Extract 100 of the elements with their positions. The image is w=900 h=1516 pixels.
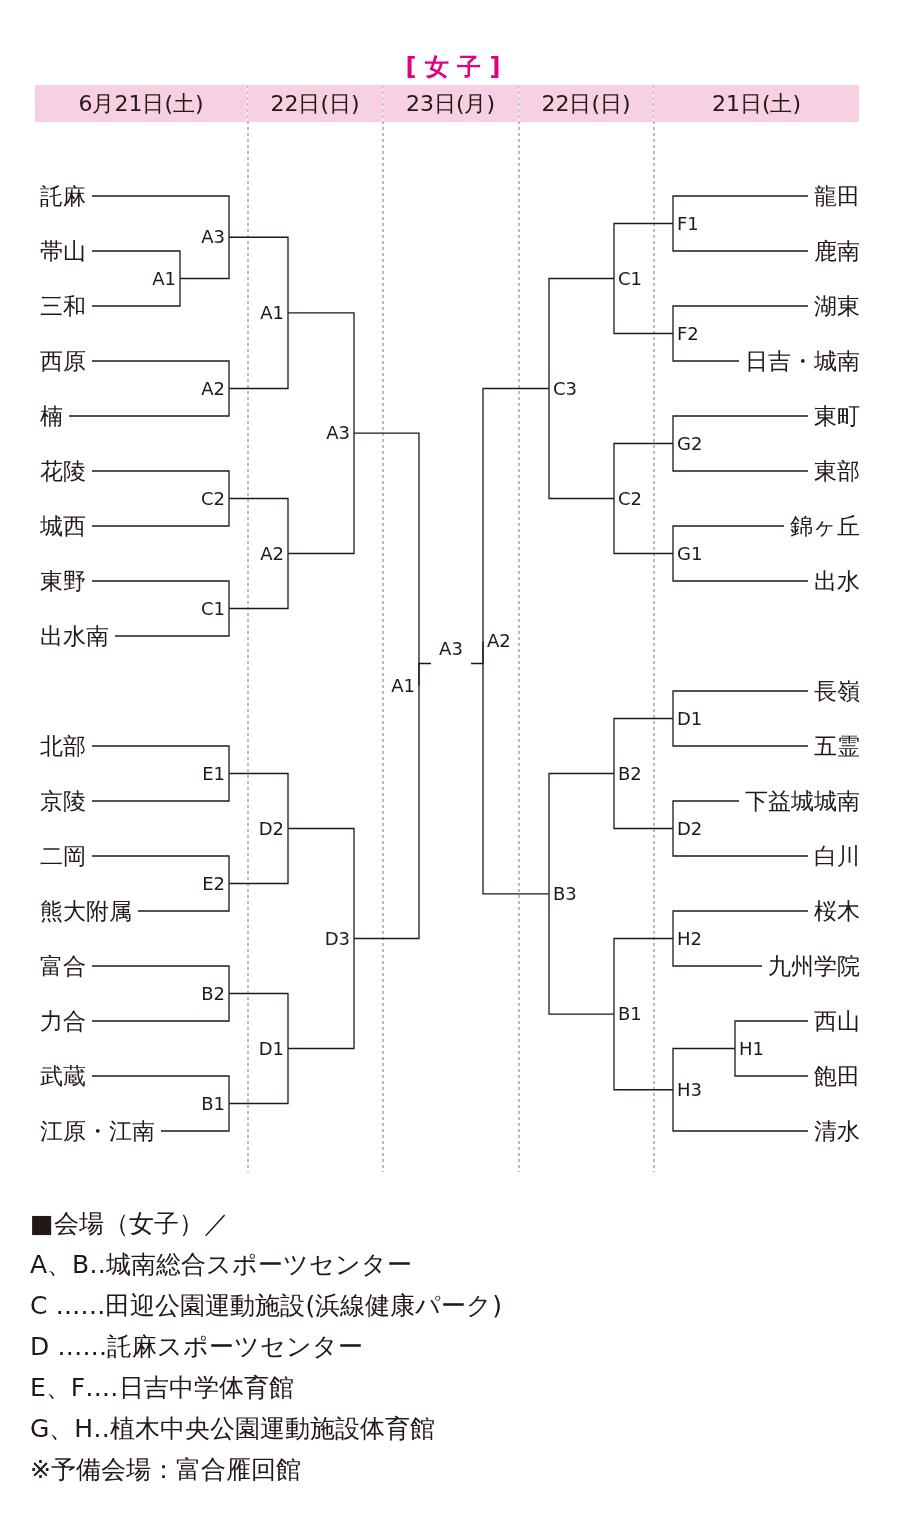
match-label: B2 xyxy=(614,760,646,787)
team-name: 北部 xyxy=(34,732,92,760)
bracket-line xyxy=(548,277,615,390)
team-name: 帯山 xyxy=(34,237,92,265)
team-name: 東町 xyxy=(808,402,866,430)
bracket-line xyxy=(548,893,615,1015)
venue-note: G、H‥植木中央公園運動施設体育館 xyxy=(30,1413,435,1445)
match-label: H2 xyxy=(673,925,705,952)
bracket-line xyxy=(672,332,740,362)
bracket-line xyxy=(137,882,230,912)
bracket-line xyxy=(91,965,230,995)
match-label: F2 xyxy=(673,320,705,347)
team-name: 五霊 xyxy=(808,732,866,760)
bracket-line xyxy=(160,1102,230,1132)
bracket-line xyxy=(672,800,740,830)
bracket-line xyxy=(613,1013,674,1091)
match-label: A2 xyxy=(197,375,229,402)
bracket-line xyxy=(613,717,674,775)
date-header: 23日(月) xyxy=(383,85,518,122)
date-header: 6月21日(土) xyxy=(35,85,247,122)
team-name: 西原 xyxy=(34,347,92,375)
team-name: 力合 xyxy=(34,1007,92,1035)
bracket-line xyxy=(68,387,230,417)
venue-note: ■会場（女子）／ xyxy=(30,1208,229,1240)
venue-note: E、F‥‥日吉中学体育館 xyxy=(30,1372,294,1404)
bracket-line xyxy=(613,442,674,500)
bracket-line xyxy=(672,717,809,747)
bracket-line xyxy=(91,745,230,775)
match-label: A3 xyxy=(322,420,354,447)
bracket-line xyxy=(91,580,230,610)
team-name: 日吉・城南 xyxy=(739,347,866,375)
bracket-line xyxy=(613,772,674,830)
team-name: 錦ヶ丘 xyxy=(784,512,866,540)
team-name: 下益城城南 xyxy=(739,787,866,815)
match-label: E1 xyxy=(197,760,229,787)
team-name: 託麻 xyxy=(34,182,92,210)
match-label: A1 xyxy=(387,672,419,699)
match-label: H3 xyxy=(673,1076,705,1103)
bracket-line xyxy=(114,607,230,637)
team-name: 龍田 xyxy=(808,182,866,210)
date-header: 22日(日) xyxy=(248,85,382,122)
match-label: B1 xyxy=(197,1090,229,1117)
bracket-line xyxy=(228,236,289,314)
team-name: 飽田 xyxy=(808,1062,866,1090)
bracket-line xyxy=(418,662,432,687)
bracket-line xyxy=(228,552,289,610)
match-label: A3 xyxy=(197,224,229,251)
bracket-line xyxy=(672,937,763,967)
team-name: 長嶺 xyxy=(808,677,866,705)
bracket-line xyxy=(91,277,181,307)
bracket-line xyxy=(287,827,355,940)
team-name: 武蔵 xyxy=(34,1062,92,1090)
match-label: D2 xyxy=(673,815,705,842)
bracket-line xyxy=(672,1047,736,1091)
match-label: C3 xyxy=(549,375,581,402)
bracket-line xyxy=(672,415,809,445)
match-label: D2 xyxy=(256,815,288,842)
bracket-line xyxy=(672,690,809,720)
bracket-line xyxy=(228,312,289,390)
match-label: D3 xyxy=(322,925,354,952)
match-label: H1 xyxy=(735,1035,767,1062)
bracket-line xyxy=(613,222,674,280)
bracket-line xyxy=(228,1047,289,1105)
match-label: D1 xyxy=(673,705,705,732)
bracket-line xyxy=(91,1075,230,1105)
team-name: 西山 xyxy=(808,1007,866,1035)
team-name: 三和 xyxy=(34,292,92,320)
match-label: B1 xyxy=(614,1001,646,1028)
bracket-line xyxy=(228,827,289,885)
match-label: A3 xyxy=(431,635,471,664)
bracket-line xyxy=(613,937,674,1015)
bracket-line xyxy=(482,387,550,642)
bracket-line xyxy=(91,497,230,527)
team-name: 桜木 xyxy=(808,897,866,925)
venue-note: A、B‥城南総合スポーツセンター xyxy=(30,1249,412,1281)
match-label: G2 xyxy=(673,430,705,457)
match-label: D1 xyxy=(256,1035,288,1062)
team-name: 楠 xyxy=(34,402,69,430)
bracket-line xyxy=(672,442,809,472)
bracket-line xyxy=(548,772,615,895)
bracket-line xyxy=(548,387,615,500)
team-name: 東部 xyxy=(808,457,866,485)
match-label: G1 xyxy=(673,540,705,567)
date-header: 21日(土) xyxy=(654,85,859,122)
match-label: C2 xyxy=(197,485,229,512)
venue-note: C ‥‥‥田迎公園運動施設(浜線健康パーク) xyxy=(30,1290,502,1322)
bracket-line xyxy=(672,222,809,252)
bracket-line xyxy=(91,250,181,280)
team-name: 熊大附属 xyxy=(34,897,138,925)
bracket-line xyxy=(91,992,230,1022)
bracket-line xyxy=(287,312,355,434)
venue-note: ※予備会場：富合雁回館 xyxy=(30,1454,301,1486)
bracket-line xyxy=(672,827,809,857)
team-name: 九州学院 xyxy=(762,952,866,980)
date-header: 22日(日) xyxy=(519,85,653,122)
bracket-line xyxy=(91,470,230,500)
match-label: E2 xyxy=(197,870,229,897)
team-name: 東野 xyxy=(34,567,92,595)
team-name: 鹿南 xyxy=(808,237,866,265)
bracket-line xyxy=(179,236,230,280)
